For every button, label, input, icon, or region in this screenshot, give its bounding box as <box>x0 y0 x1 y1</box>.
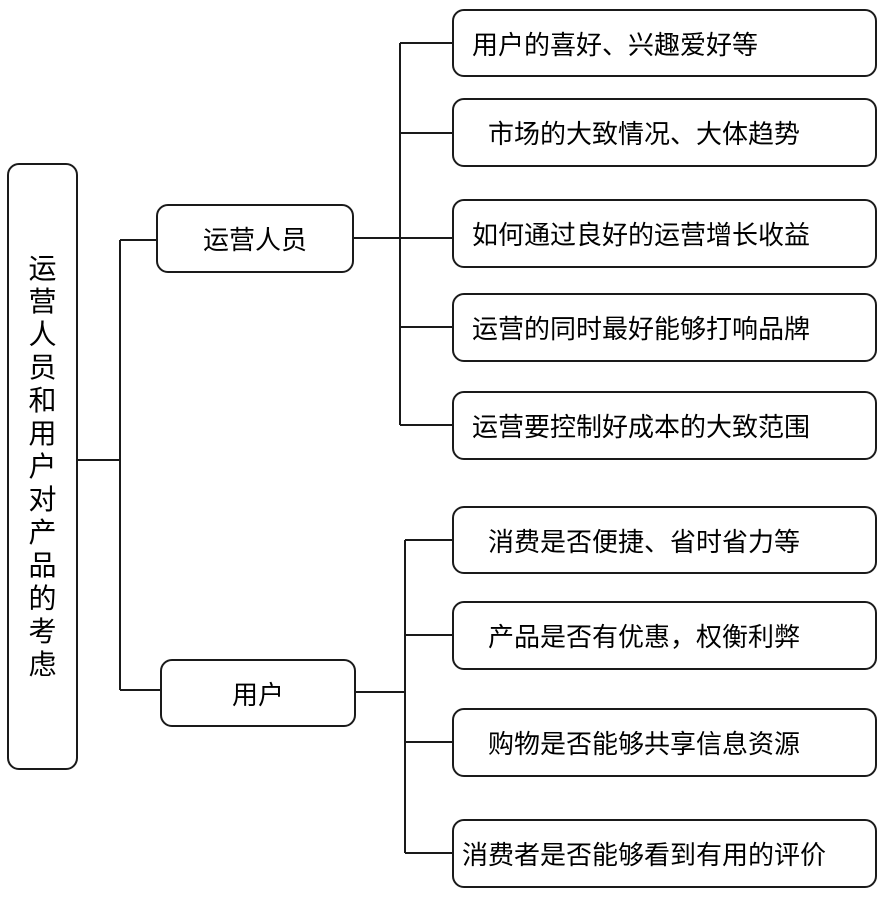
leaf-label: 用户的喜好、兴趣爱好等 <box>472 30 759 61</box>
leaf-label: 运营要控制好成本的大致范围 <box>472 413 811 443</box>
leaf-node: 如何通过良好的运营增长收益 <box>452 199 877 268</box>
leaf-node: 消费是否便捷、省时省力等 <box>452 506 877 574</box>
leaf-label: 购物是否能够共享信息资源 <box>488 730 801 760</box>
leaf-node: 运营的同时最好能够打响品牌 <box>452 293 877 362</box>
root-char: 户 <box>28 450 57 483</box>
branch-node-users: 用户 <box>160 659 356 727</box>
root-char: 的 <box>28 582 57 615</box>
root-char: 对 <box>28 483 57 516</box>
leaf-node: 购物是否能够共享信息资源 <box>452 708 877 777</box>
leaf-label: 运营的同时最好能够打响品牌 <box>472 315 811 345</box>
branch-label: 用户 <box>231 680 284 711</box>
leaf-label: 消费是否便捷、省时省力等 <box>488 527 801 558</box>
root-char: 虑 <box>28 648 57 681</box>
leaf-node: 运营要控制好成本的大致范围 <box>452 391 877 460</box>
leaf-node: 产品是否有优惠，权衡利弊 <box>452 601 877 670</box>
leaf-label: 消费者是否能够看到有用的评价 <box>462 841 827 871</box>
root-char: 运 <box>28 252 57 285</box>
root-char: 人 <box>28 318 57 351</box>
root-char: 和 <box>28 384 57 417</box>
root-char: 考 <box>28 615 57 648</box>
leaf-node: 消费者是否能够看到有用的评价 <box>452 819 877 888</box>
root-node: 运 营 人 员 和 用 户 对 产 品 的 考 虑 <box>7 163 78 770</box>
leaf-label: 产品是否有优惠，权衡利弊 <box>488 623 801 653</box>
root-char: 产 <box>28 516 57 549</box>
branch-label: 运营人员 <box>202 226 307 256</box>
leaf-label: 市场的大致情况、大体趋势 <box>488 120 801 150</box>
leaf-label: 如何通过良好的运营增长收益 <box>472 221 811 251</box>
root-char: 员 <box>28 351 57 384</box>
leaf-node: 市场的大致情况、大体趋势 <box>452 98 877 167</box>
root-char: 用 <box>28 417 57 450</box>
branch-node-operators: 运营人员 <box>156 204 354 273</box>
leaf-node: 用户的喜好、兴趣爱好等 <box>452 9 877 77</box>
root-char: 品 <box>28 549 57 582</box>
root-char: 营 <box>28 285 57 318</box>
